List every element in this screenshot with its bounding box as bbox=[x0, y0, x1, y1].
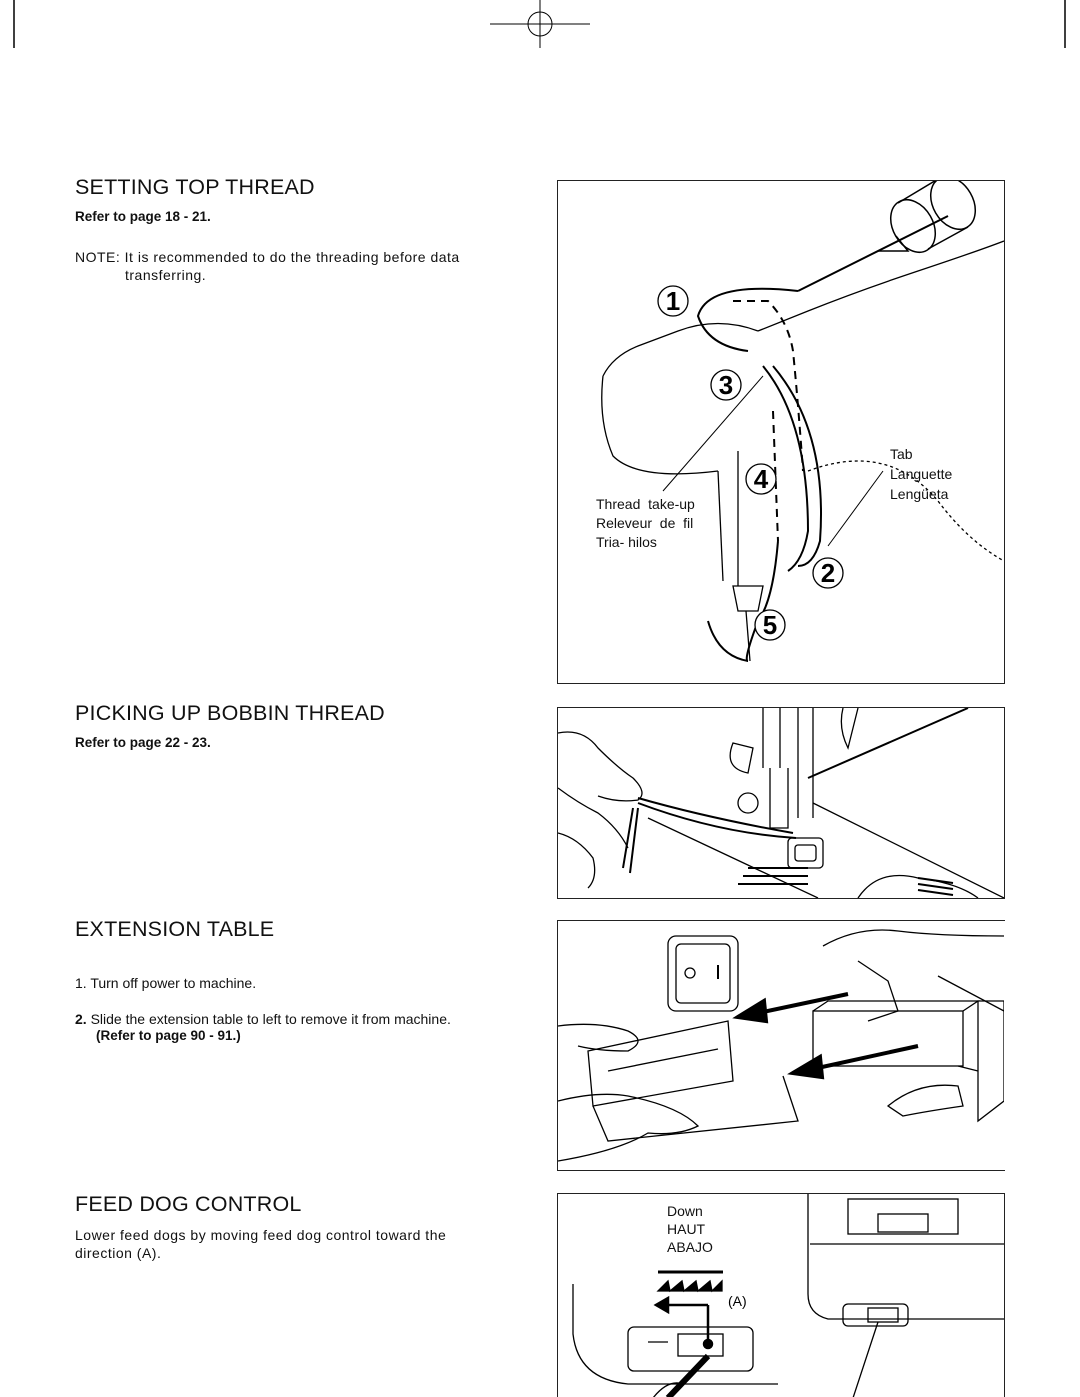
takeup-label-fr: Releveur de fil bbox=[596, 515, 694, 531]
section-heading-setting-top-thread: SETTING TOP THREAD bbox=[75, 175, 315, 199]
step-2-number: 2. bbox=[75, 1011, 87, 1027]
extension-table-diagram bbox=[557, 920, 1005, 1171]
feed-dog-diagram: (A) Down HAUT ABAJO bbox=[557, 1193, 1005, 1397]
step-1-number: 1. bbox=[75, 975, 87, 991]
crop-marks bbox=[13, 0, 1066, 48]
thread-path bbox=[696, 215, 949, 662]
tab-label-es: Lengüeta bbox=[890, 486, 949, 502]
tab-label-fr: Languette bbox=[890, 466, 953, 482]
threading-illustration: 1 2 3 4 5 bbox=[601, 181, 1004, 662]
down-label-en: Down bbox=[667, 1203, 703, 1219]
feed-dog-text-line-2: direction (A). bbox=[75, 1245, 162, 1261]
down-label-es: ABAJO bbox=[667, 1239, 713, 1255]
refer-to-page: (Refer to page 90 - 91.) bbox=[96, 1028, 241, 1043]
spool-drawing bbox=[878, 181, 977, 253]
bobbin-thread-diagram bbox=[557, 707, 1005, 899]
refer-to-page: Refer to page 18 - 21. bbox=[75, 209, 211, 224]
section-heading-feed-dog-control: FEED DOG CONTROL bbox=[75, 1192, 302, 1216]
feed-dog-text: Lower feed dogs by moving feed dog contr… bbox=[75, 1226, 525, 1262]
takeup-label-en: Thread take-up bbox=[596, 496, 695, 512]
feed-dog-illustration: (A) bbox=[572, 1194, 1004, 1397]
note-text: NOTE: It is recommended to do the thread… bbox=[75, 248, 515, 284]
note-prefix: NOTE: bbox=[75, 249, 121, 265]
extension-step-1: 1. Turn off power to machine. bbox=[75, 974, 256, 992]
tab-label-en: Tab bbox=[890, 446, 913, 462]
extension-table-illustration bbox=[558, 929, 1004, 1162]
step-1-number: 1 bbox=[666, 286, 680, 316]
step-4-number: 4 bbox=[754, 464, 769, 494]
step-3-number: 3 bbox=[719, 370, 733, 400]
leader-lines bbox=[662, 375, 884, 547]
threading-diagram: 1 2 3 4 5 Tab Languette Lengüeta Thread … bbox=[557, 180, 1005, 684]
step-1-text: Turn off power to machine. bbox=[90, 975, 257, 991]
section-heading-picking-up-bobbin-thread: PICKING UP BOBBIN THREAD bbox=[75, 701, 385, 725]
step-numbers: 1 2 3 4 5 bbox=[657, 285, 844, 641]
machine-body bbox=[601, 240, 1004, 662]
note-line-2: transferring. bbox=[125, 267, 207, 283]
feed-dog-text-line-1: Lower feed dogs by moving feed dog contr… bbox=[75, 1227, 447, 1243]
section-heading-extension-table: EXTENSION TABLE bbox=[75, 917, 275, 941]
refer-to-page: Refer to page 22 - 23. bbox=[75, 735, 211, 750]
bobbin-thread-illustration bbox=[558, 708, 1004, 898]
note-line-1: It is recommended to do the threading be… bbox=[124, 249, 460, 265]
step-5-number: 5 bbox=[763, 610, 777, 640]
down-label-fr: HAUT bbox=[667, 1221, 706, 1237]
step-2-text: Slide the extension table to left to rem… bbox=[90, 1011, 451, 1027]
step-2-number: 2 bbox=[821, 558, 835, 588]
takeup-label-es: Tria- hilos bbox=[596, 534, 657, 550]
extension-step-2: 2. Slide the extension table to left to … bbox=[75, 1010, 451, 1028]
direction-a-label: (A) bbox=[728, 1293, 747, 1309]
